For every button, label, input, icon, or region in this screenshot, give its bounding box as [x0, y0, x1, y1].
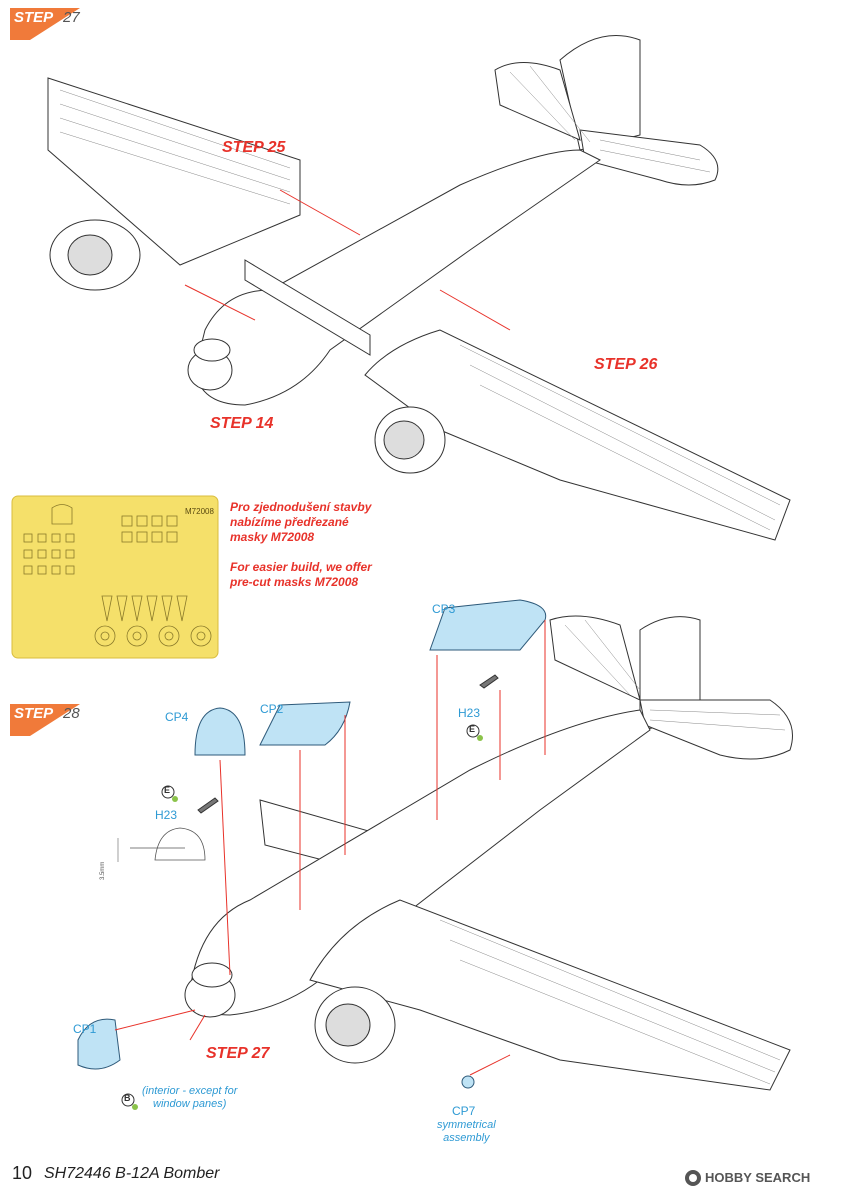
step-27-aircraft-drawing	[47, 35, 791, 541]
part-label-cp3: CP3	[432, 602, 456, 616]
cp3-canopy	[429, 599, 547, 651]
paint-marker-e-a: E	[469, 724, 476, 734]
ref-step-27: STEP 27	[206, 1045, 270, 1062]
symmetrical-note: symmetrical assembly	[437, 1119, 496, 1145]
part-label-cp2: CP2	[260, 702, 284, 716]
cp1-nose	[77, 1018, 121, 1070]
step-28-label: STEP	[14, 705, 54, 722]
arrow-step25	[279, 189, 361, 236]
mask-note-en-line1: For easier build, we offer	[230, 560, 372, 574]
mask-note-czech: Pro zjednodušení stavby nabízíme předřez…	[230, 500, 371, 545]
cp2-canopy	[259, 701, 351, 746]
paint-marker-b: B	[124, 1093, 131, 1103]
symmetrical-note-line2: assembly	[443, 1132, 490, 1144]
step-28-number: 28	[63, 705, 80, 722]
stabilizer-right-b	[639, 699, 793, 760]
part-label-cp4: CP4	[165, 710, 189, 724]
mask-note-cz-line3: masky M72008	[230, 530, 315, 544]
step-27-number: 27	[63, 9, 80, 26]
part-label-cp1: CP1	[73, 1022, 97, 1036]
part-label-h23-a: H23	[458, 706, 481, 720]
interior-note: (interior - except for window panes)	[142, 1085, 237, 1111]
watermark: HOBBY SEARCH	[705, 1170, 811, 1185]
mask-sheet-image	[11, 495, 219, 659]
arrow-step26	[439, 289, 511, 331]
left-wing	[47, 77, 301, 266]
right-wing	[364, 329, 791, 541]
mask-note-cz-line1: Pro zjednodušení stavby	[230, 500, 372, 514]
tail-fin	[559, 35, 641, 151]
ref-step-25: STEP 25	[222, 139, 286, 156]
mask-note-english: For easier build, we offer pre-cut masks…	[230, 560, 372, 590]
mask-note-en-line2: pre-cut masks M72008	[230, 575, 359, 589]
ref-step-14: STEP 14	[210, 415, 274, 432]
turret-detail	[154, 827, 206, 861]
fuselage	[194, 149, 601, 406]
h23-gun-b	[197, 797, 219, 814]
stabilizer-left	[494, 62, 581, 141]
cp7-leader	[469, 1054, 511, 1076]
cp1-leader	[114, 1009, 196, 1031]
step-28-badge	[10, 704, 80, 736]
cp4-canopy	[194, 707, 246, 756]
interior-note-line2: window panes)	[153, 1098, 227, 1110]
step27-leader	[189, 1014, 206, 1041]
arrow-step14	[184, 284, 256, 321]
mask-sheet-code: M72008	[185, 507, 214, 516]
part-label-h23-b: H23	[155, 808, 178, 822]
interior-note-line1: (interior - except for	[142, 1085, 238, 1097]
paint-marker-e-b: E	[164, 785, 171, 795]
h23-gun-a	[479, 674, 499, 689]
kit-title: SH72446 B-12A Bomber	[44, 1165, 220, 1182]
step-27-label: STEP	[14, 9, 54, 26]
part-label-cp7: CP7	[452, 1104, 476, 1118]
hobby-search-logo-icon	[685, 1170, 701, 1186]
cp4-leader	[219, 759, 231, 976]
cp7-part	[461, 1075, 475, 1089]
mask-note-cz-line2: nabízíme předřezané	[230, 515, 349, 529]
dimension-label: 3.5mm	[100, 861, 106, 880]
stabilizer-left-b	[549, 615, 641, 701]
ref-step-26: STEP 26	[594, 356, 658, 373]
right-wing-b	[309, 899, 791, 1091]
stabilizer-right	[579, 129, 719, 186]
step-28-aircraft-drawing	[77, 599, 793, 1110]
step-27-badge	[10, 8, 80, 40]
page-number: 10	[12, 1163, 33, 1183]
symmetrical-note-line1: symmetrical	[437, 1119, 496, 1131]
